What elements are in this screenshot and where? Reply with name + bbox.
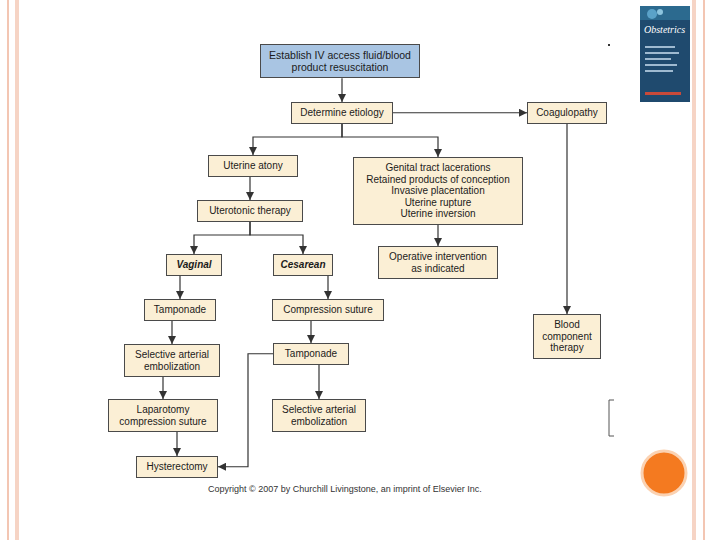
flow-arrow [327,276,328,300]
box-text: Vaginal [171,259,217,271]
flow-arrow [179,276,180,300]
box-text: Compression suture [277,304,379,316]
flow-arrow [171,321,172,345]
cover-text-line [645,64,677,66]
stray-dot [608,44,610,46]
flow-arrow [310,321,311,344]
flow-arrow [393,112,527,113]
box-text: Invasive placentation [358,185,518,197]
cover-ornament [657,9,663,15]
box-text: Establish IV access fluid/blood product … [265,49,415,73]
box-text: Selective arterial embolization [129,349,215,372]
process-box: Genital tract lacerationsRetained produc… [353,157,523,225]
process-box: Uterine atony [208,155,298,177]
cover-text-line [645,70,673,72]
bracket-fragment [609,400,614,436]
process-box: Determine etiology [291,102,393,124]
box-text: Coagulopathy [532,107,602,119]
cover-text-line [645,52,679,54]
box-text: Blood component therapy [538,319,596,354]
process-box: Blood component therapy [533,314,601,359]
flow-arrow [566,124,567,315]
flow-arrow [194,222,250,255]
box-text: Laparotomy compression suture [113,404,213,427]
flow-arrow [218,354,273,467]
flow-arrow [341,78,342,102]
cover-text-line [645,58,671,60]
box-text: Uterotonic therapy [202,205,298,217]
flow-arrow [437,225,438,247]
box-text: Tamponade [149,304,211,316]
process-box: Uterotonic therapy [197,200,303,222]
process-box: Compression suture [272,299,384,321]
cover-text-line [645,92,681,95]
process-box: Cesarean [273,254,333,276]
box-text: Retained products of conception [358,174,518,186]
flow-arrow [162,377,163,399]
process-box: Establish IV access fluid/blood product … [260,44,420,78]
box-text: Uterine atony [213,160,293,172]
process-box: Laparotomy compression suture [108,399,218,432]
box-text: Uterine rupture [358,197,518,209]
process-box: Selective arterial embolization [124,344,220,377]
process-box: Vaginal [166,254,222,276]
box-text: Genital tract lacerations [358,162,518,174]
book-cover [640,6,690,102]
flow-arrow [250,222,303,255]
box-text: Uterine inversion [358,208,518,220]
process-box: Selective arterial embolization [272,399,366,432]
border-stripe [692,0,696,540]
box-text: Hysterectomy [141,461,213,473]
cover-text-line [645,46,675,48]
flow-arrow [253,124,342,156]
orange-circle [642,451,686,495]
process-box: Tamponade [273,343,349,365]
box-text: Selective arterial embolization [277,404,361,427]
process-box: Tamponade [144,299,216,321]
flow-arrow [176,432,177,456]
border-stripe [15,0,19,540]
box-text: Operative intervention as indicated [383,251,493,274]
border-stripe [7,0,9,540]
cover-ornament [647,9,657,19]
process-box: Hysterectomy [136,456,218,478]
box-text: Determine etiology [296,107,388,119]
flow-arrow [342,124,438,158]
process-box: Operative intervention as indicated [378,246,498,279]
box-text: Tamponade [278,348,344,360]
flow-arrow [318,365,319,400]
process-box: Coagulopathy [527,102,607,124]
flow-arrow [249,177,250,201]
box-text: Cesarean [278,259,328,271]
border-stripe [703,0,705,540]
copyright-note: Copyright © 2007 by Churchill Livingston… [208,484,482,494]
book-title: Obstetrics [644,24,685,35]
cover-band [640,6,690,20]
